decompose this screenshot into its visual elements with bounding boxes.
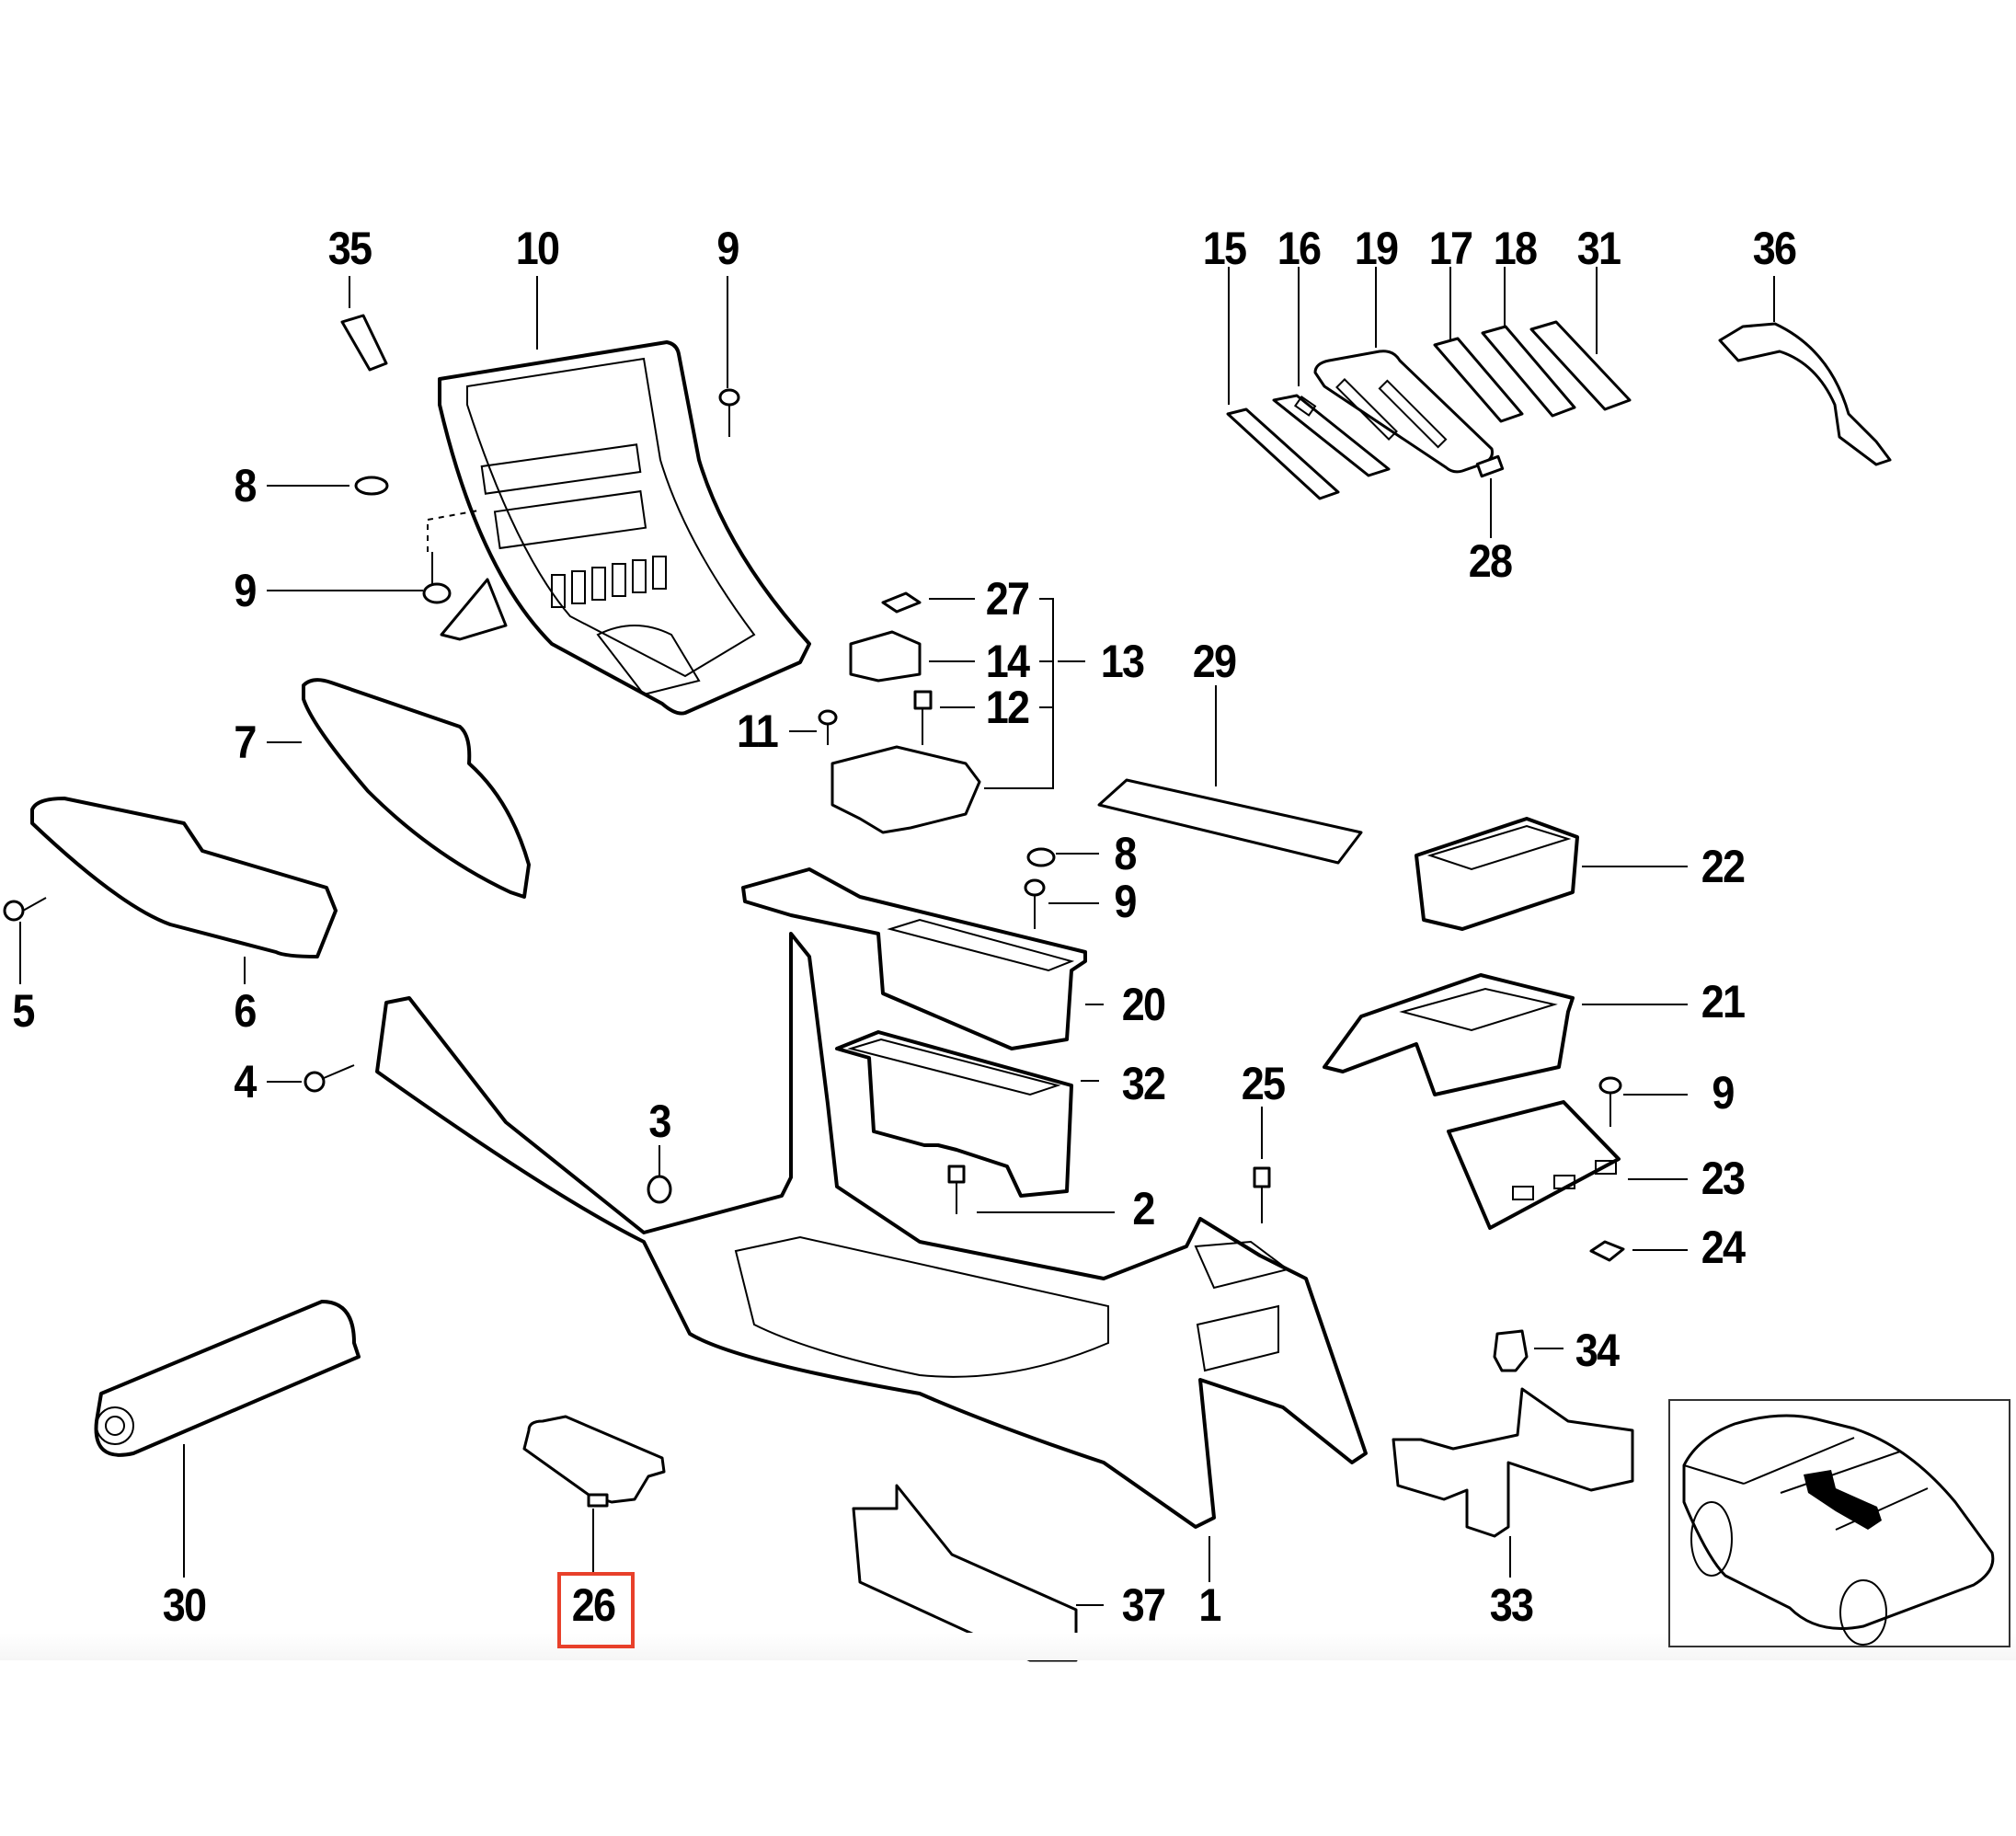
part-13-bracket[interactable] [830, 598, 1085, 834]
part-21-storage-tray-rear[interactable] [1323, 973, 1688, 1096]
part-23-housing[interactable] [1447, 1100, 1688, 1230]
callout-27[interactable]: 27 [985, 573, 1030, 625]
part-8-clip-nut[interactable] [267, 476, 389, 496]
callout-10[interactable]: 10 [515, 223, 560, 274]
callout-37[interactable]: 37 [1121, 1579, 1166, 1631]
callout-8[interactable]: 8 [1114, 828, 1137, 879]
callout-9[interactable]: 9 [1712, 1067, 1735, 1119]
part-4-screw[interactable] [267, 1064, 355, 1093]
callout-12[interactable]: 12 [985, 682, 1030, 733]
part-12-bolt[interactable] [913, 690, 975, 745]
part-32-holder[interactable] [835, 1030, 1099, 1198]
part-2-bolt[interactable] [947, 1165, 1115, 1214]
part-9-screw-right[interactable] [1598, 1076, 1688, 1127]
callout-3[interactable]: 3 [648, 1096, 671, 1147]
callout-14[interactable]: 14 [985, 636, 1030, 687]
callout-17[interactable]: 17 [1428, 223, 1473, 274]
part-35-cover-strip[interactable] [340, 276, 388, 372]
vehicle-location-inset [1668, 1399, 2010, 1647]
callout-5[interactable]: 5 [12, 985, 35, 1037]
part-26-cover-cap[interactable] [522, 1415, 666, 1573]
callout-11[interactable]: 11 [737, 706, 779, 757]
callout-31[interactable]: 31 [1576, 223, 1621, 274]
part-9-screw-left[interactable] [267, 510, 479, 604]
part-15-strip[interactable] [1226, 267, 1340, 500]
callout-2[interactable]: 2 [1132, 1183, 1155, 1234]
callout-7[interactable]: 7 [234, 717, 257, 768]
callout-34[interactable]: 34 [1575, 1325, 1620, 1376]
part-31-switch-frame[interactable] [1529, 267, 1632, 411]
callout-19[interactable]: 19 [1354, 223, 1399, 274]
callout-21[interactable]: 21 [1701, 976, 1746, 1027]
callout-35[interactable]: 35 [327, 223, 372, 274]
callout-8[interactable]: 8 [234, 460, 257, 511]
part-25-bolt[interactable] [1253, 1107, 1271, 1223]
callout-36[interactable]: 36 [1752, 223, 1797, 274]
part-9-screw-mid[interactable] [1024, 878, 1099, 929]
car-outline-icon [1682, 1414, 1995, 1646]
callout-23[interactable]: 23 [1701, 1153, 1746, 1204]
callout-6[interactable]: 6 [234, 985, 257, 1037]
part-5-screw[interactable] [3, 897, 47, 984]
callout-9[interactable]: 9 [234, 565, 257, 616]
callout-16[interactable]: 16 [1277, 223, 1322, 274]
part-30-insulation-roll[interactable] [94, 1300, 361, 1578]
callout-4[interactable]: 4 [234, 1056, 257, 1107]
callout-26[interactable]: 26 [571, 1579, 616, 1631]
part-22-storage-tray[interactable] [1415, 817, 1688, 931]
callout-30[interactable]: 30 [162, 1579, 207, 1631]
part-11-screw[interactable] [789, 709, 838, 745]
callout-28[interactable]: 28 [1468, 535, 1513, 587]
selected-part-highlight [557, 1572, 635, 1648]
callout-15[interactable]: 15 [1202, 223, 1247, 274]
callout-9[interactable]: 9 [716, 223, 739, 274]
part-28-plug[interactable] [1475, 454, 1505, 538]
part-33-support-bracket[interactable] [1392, 1387, 1634, 1578]
part-7-side-trim[interactable] [267, 678, 531, 899]
callout-25[interactable]: 25 [1241, 1058, 1286, 1109]
part-1-center-console[interactable] [375, 932, 1368, 1582]
part-6-side-trim[interactable] [30, 797, 338, 984]
callout-32[interactable]: 32 [1121, 1058, 1166, 1109]
part-36-bracket[interactable] [1718, 276, 1892, 466]
part-27-clip[interactable] [881, 591, 975, 614]
callout-9[interactable]: 9 [1114, 876, 1137, 927]
part-29-mat[interactable] [1097, 685, 1363, 865]
part-8-cap[interactable] [1026, 847, 1099, 867]
callout-22[interactable]: 22 [1701, 841, 1746, 892]
part-24-clip[interactable] [1589, 1240, 1688, 1262]
callout-29[interactable]: 29 [1192, 636, 1237, 687]
part-14-insert[interactable] [849, 630, 975, 683]
callout-20[interactable]: 20 [1121, 979, 1166, 1030]
part-9-screw[interactable] [718, 276, 740, 437]
part-34-grommet[interactable] [1493, 1329, 1564, 1372]
callout-24[interactable]: 24 [1701, 1222, 1746, 1273]
callout-13[interactable]: 13 [1100, 636, 1145, 687]
part-19-switch-panel[interactable] [1313, 267, 1494, 474]
part-10-trim-panel[interactable] [438, 276, 811, 716]
callout-33[interactable]: 33 [1489, 1579, 1534, 1631]
part-3-rivet[interactable] [647, 1145, 672, 1204]
callout-18[interactable]: 18 [1493, 223, 1538, 274]
part-37-rear-panel[interactable] [852, 1484, 1104, 1662]
part-17-switch-frame[interactable] [1433, 267, 1524, 423]
callout-1[interactable]: 1 [1198, 1579, 1221, 1631]
part-18-switch-frame[interactable] [1481, 267, 1576, 418]
part-16-switch-frame[interactable] [1272, 267, 1391, 477]
part-20-storage-compartment[interactable] [741, 867, 1104, 1050]
